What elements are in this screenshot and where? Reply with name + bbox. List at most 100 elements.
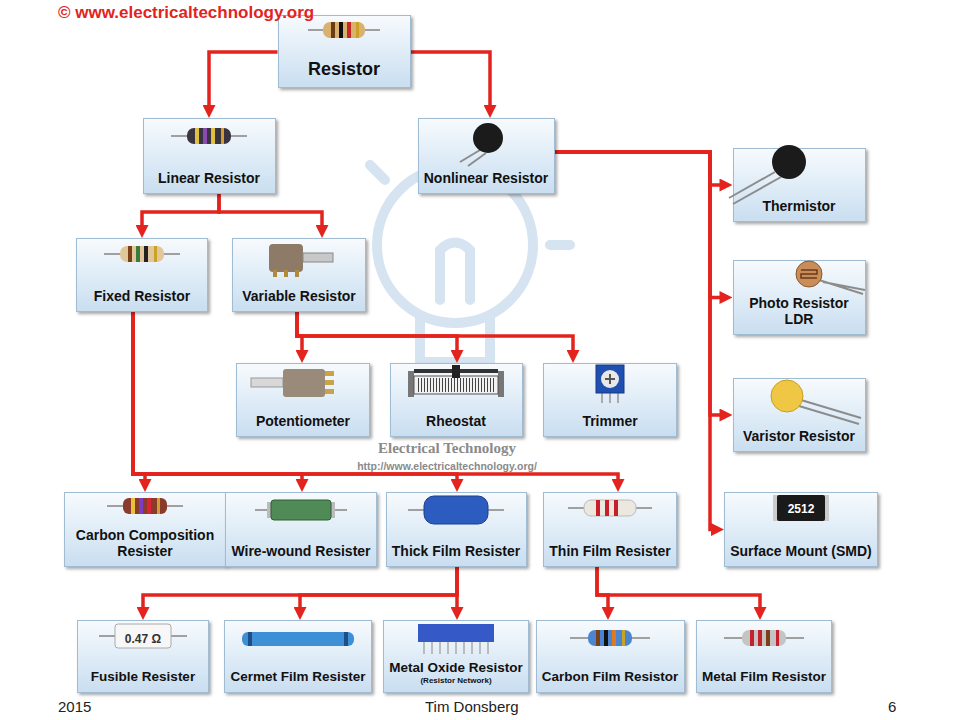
resistor-picture xyxy=(221,128,224,144)
thin-film-picture xyxy=(605,500,609,516)
box-label: Varistor Resistor xyxy=(743,428,855,444)
label-holder: 2015 xyxy=(58,698,91,716)
rheostat-picture xyxy=(498,371,504,397)
box-sublabel: (Resistor Network) xyxy=(420,676,491,685)
potentiometer-picture xyxy=(325,380,334,385)
potentiometer-picture xyxy=(273,270,277,277)
thermistor-picture xyxy=(772,145,806,179)
wirewound-picture xyxy=(255,500,347,520)
carbon-film-picture xyxy=(612,630,616,646)
carbon-film-picture xyxy=(596,630,600,646)
wirewound-picture xyxy=(267,502,271,518)
arrow-connector xyxy=(555,152,727,298)
box-label: Cermet Film Resister xyxy=(230,669,365,685)
part-marking: 2512 xyxy=(788,503,815,516)
cermet-picture xyxy=(242,632,354,646)
carbon-film-picture xyxy=(570,630,650,646)
watermark-url: http://www.electricaltechnology.org/ xyxy=(357,461,537,473)
label-holder: 0.47 Ω xyxy=(125,629,161,647)
resistor-picture xyxy=(157,498,160,514)
metal-film-picture xyxy=(766,630,770,646)
footer-text: 6 xyxy=(888,699,896,716)
arrow-connector xyxy=(411,52,491,112)
box-label: Photo Resistor LDR xyxy=(742,295,857,327)
arrow-connector xyxy=(209,52,278,112)
varistor-picture xyxy=(799,400,861,424)
fusible-picture xyxy=(115,624,171,648)
box-label: Resistor xyxy=(308,59,380,80)
resistor-picture xyxy=(308,22,380,38)
resistor-picture xyxy=(339,22,343,38)
varistor-picture xyxy=(771,380,861,424)
resistor-picture xyxy=(203,128,207,144)
thermistor-picture xyxy=(460,150,486,166)
thin-film-picture xyxy=(568,500,652,516)
thin-film-picture xyxy=(614,500,618,516)
arrow-connector xyxy=(133,312,145,486)
box-label: Rheostat xyxy=(426,413,486,429)
trimmer-picture xyxy=(605,374,615,384)
arrow-connector xyxy=(597,567,760,614)
cermet-picture xyxy=(242,632,354,646)
ldr-picture xyxy=(796,261,865,294)
label-holder: Tim Donsberg xyxy=(425,698,519,716)
thermistor-picture xyxy=(729,172,781,204)
watermark-text: © www.electricaltechnology.org xyxy=(58,4,314,23)
box-label: Thick Film Resister xyxy=(392,543,520,559)
box-label: Potentiometer xyxy=(256,413,350,429)
smd-chip-picture xyxy=(773,495,829,521)
resistor-network-picture xyxy=(424,642,488,654)
ldr-picture xyxy=(801,270,817,278)
thick-film-picture xyxy=(408,496,504,524)
arrow-connector xyxy=(219,194,322,232)
box-label: Wire-wound Resister xyxy=(231,543,370,559)
resistor-picture xyxy=(187,128,231,144)
metal-film-picture xyxy=(742,630,786,646)
resistor-picture xyxy=(104,246,180,262)
varistor-picture xyxy=(771,380,803,412)
rheostat-picture xyxy=(408,371,414,397)
resistor-picture xyxy=(131,498,135,514)
arrow-connector xyxy=(143,567,457,614)
cermet-picture xyxy=(248,632,252,646)
trimmer-picture xyxy=(596,365,624,403)
arrow-connector xyxy=(142,194,219,232)
resistor-picture xyxy=(323,22,365,38)
fusible-picture xyxy=(99,624,187,648)
ldr-picture xyxy=(796,261,822,287)
connector-group xyxy=(133,52,760,614)
box-label: Metal Oxide Resistor xyxy=(389,660,523,676)
arrow-connector xyxy=(555,152,727,185)
metal-film-picture xyxy=(750,630,754,646)
thick-film-picture xyxy=(424,496,488,524)
box-label: Fixed Resistor xyxy=(94,288,190,304)
box-label: Nonlinear Resistor xyxy=(424,170,548,186)
box-label: Carbon Film Resistor xyxy=(542,669,679,685)
resistor-picture xyxy=(128,246,132,262)
label-holder: http://www.electricaltechnology.org/ xyxy=(357,456,537,474)
bulb-watermark xyxy=(420,318,490,362)
arrow-connector xyxy=(297,312,573,357)
wirewound-picture xyxy=(331,502,335,518)
label-holder: 2512 xyxy=(788,499,815,517)
box-label: Trimmer xyxy=(582,413,637,429)
resistor-picture xyxy=(107,498,183,514)
potentiometer-picture xyxy=(269,244,303,272)
resistor-picture xyxy=(195,128,199,144)
box-label: Variable Resistor xyxy=(242,288,356,304)
carbon-film-picture xyxy=(604,630,608,646)
resistor-picture xyxy=(211,128,215,144)
resistor-picture xyxy=(147,498,151,514)
box-label: Fusible Resister xyxy=(91,669,195,685)
trimmer-picture xyxy=(602,393,618,403)
resistor-picture xyxy=(120,246,164,262)
potentiometer-picture xyxy=(295,270,299,277)
arrow-connector xyxy=(455,567,459,614)
thin-film-picture xyxy=(584,500,636,516)
arrow-connector xyxy=(300,567,457,614)
bulb-watermark xyxy=(340,130,570,398)
resistor-network-picture xyxy=(418,624,494,654)
potentiometer-picture xyxy=(251,378,283,387)
